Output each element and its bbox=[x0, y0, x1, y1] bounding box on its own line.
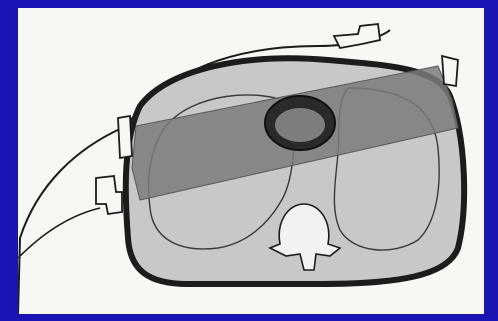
ct-cross-section-diagram bbox=[18, 8, 484, 314]
right-sensor bbox=[442, 56, 458, 86]
sensor-cable-lower bbox=[18, 208, 100, 258]
sensor-cable bbox=[18, 128, 122, 314]
top-sensor bbox=[334, 24, 380, 48]
left-sensor-upper bbox=[118, 116, 132, 158]
illustration-panel bbox=[18, 8, 484, 314]
lesion-texture bbox=[275, 108, 325, 142]
